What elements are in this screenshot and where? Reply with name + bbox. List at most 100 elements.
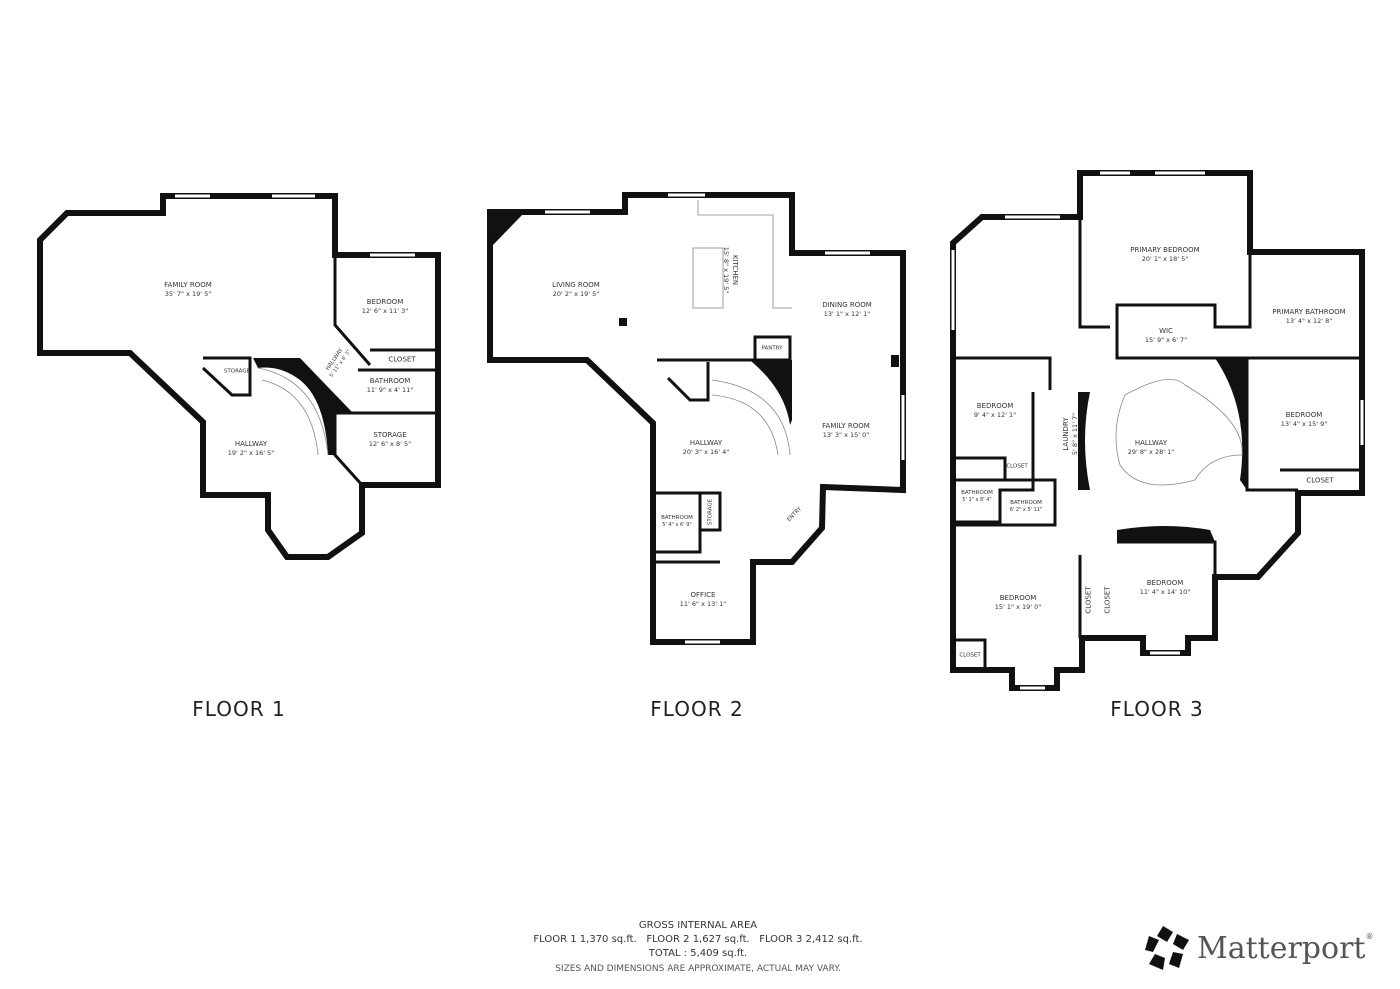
room-dims: 9' 4" x 12' 1" — [973, 411, 1017, 419]
room-dims: 19' 2" x 16' 5" — [227, 449, 275, 457]
room-dims: 15' 8" x 19' 5" — [722, 246, 730, 294]
room-name: BEDROOM — [1285, 411, 1323, 419]
room-dims: 15' 9" x 6' 7" — [1144, 336, 1188, 344]
disclaimer: SIZES AND DIMENSIONS ARE APPROXIMATE, AC… — [555, 964, 841, 974]
room-label-closet: CLOSET — [388, 356, 415, 365]
room-name: BATHROOM — [661, 515, 693, 521]
room-dims: 5' 4" x 6' 9" — [662, 522, 692, 528]
room-name: HALLWAY — [689, 439, 723, 447]
total-area: TOTAL : 5,409 sq.ft. — [648, 948, 748, 959]
matterport-logo-icon — [1145, 926, 1189, 970]
room-name: CLOSET — [1084, 586, 1093, 614]
room-dims: 20' 2" x 19' 5" — [552, 290, 600, 298]
trademark: ® — [1365, 932, 1374, 941]
room-name: STORAGE — [223, 368, 251, 375]
room-name: CLOSET — [388, 355, 416, 364]
room-label-closet: CLOSET — [1085, 586, 1094, 613]
room-dims: 13' 1" x 12' 1" — [823, 310, 871, 318]
floor-2-title: FLOOR 2 — [650, 697, 744, 721]
room-dims: 20' 3" x 16' 4" — [682, 448, 730, 456]
room-name: KITCHEN — [731, 254, 739, 286]
room-name: HALLWAY — [234, 440, 268, 448]
room-name: PRIMARY BEDROOM — [1130, 246, 1200, 254]
room-dims: 20' 1" x 18' 5" — [1141, 255, 1189, 263]
room-name: STORAGE — [373, 431, 407, 439]
room-label-closet: CLOSET — [1006, 464, 1027, 471]
floor-1-walls — [37, 193, 441, 560]
room-dims: 11' 9" x 4' 11" — [366, 386, 414, 394]
room-name: BATHROOM — [369, 377, 411, 385]
room-label-closet: CLOSET — [1104, 586, 1113, 613]
room-dims: 12' 6" x 8' 5" — [368, 440, 412, 448]
room-dims: 15' 1" x 19' 0" — [994, 603, 1042, 611]
room-name: HALLWAY — [1134, 439, 1168, 447]
room-dims: 11' 6" x 13' 1" — [679, 600, 727, 608]
room-dims: 12' 6" x 11' 3" — [361, 307, 409, 315]
room-dims: 13' 3" x 15' 0" — [822, 431, 870, 439]
room-name: DINING ROOM — [822, 301, 872, 309]
floor-1-title: FLOOR 1 — [192, 697, 286, 721]
room-name: LAUNDRY — [1062, 417, 1070, 451]
room-name: BATHROOM — [1010, 500, 1042, 506]
room-name: PANTRY — [761, 345, 783, 352]
floor-2-walls — [487, 192, 906, 645]
room-label-pantry: PANTRY — [761, 346, 782, 353]
room-dims: 5' 8" x 11' 7" — [1071, 412, 1079, 456]
floor-3-title: FLOOR 3 — [1110, 697, 1204, 721]
room-name: OFFICE — [690, 591, 716, 599]
room-name: BEDROOM — [976, 402, 1014, 410]
area-heading: GROSS INTERNAL AREA — [638, 920, 758, 931]
room-dims: 13' 4" x 15' 9" — [1280, 420, 1328, 428]
room-name: FAMILY ROOM — [822, 422, 870, 430]
room-name: CLOSET — [1103, 586, 1112, 614]
room-dims: 5' 1" x 8' 4" — [962, 497, 992, 503]
floor-areas: FLOOR 1 1,370 sq.ft. FLOOR 2 1,627 sq.ft… — [533, 934, 863, 945]
room-label-closet: CLOSET — [959, 653, 980, 660]
room-name: CLOSET — [1006, 463, 1028, 470]
room-name: BEDROOM — [1146, 579, 1184, 587]
room-label-closet: CLOSET — [1306, 477, 1333, 486]
room-name: LIVING ROOM — [552, 281, 600, 289]
room-name: CLOSET — [1306, 476, 1334, 485]
matterport-logo: Matterport® — [1143, 924, 1373, 972]
room-dims: 29' 8" x 28' 1" — [1127, 448, 1175, 456]
room-dims: 6' 2" x 5' 11" — [1009, 507, 1043, 513]
room-dims: 35' 7" x 19' 5" — [164, 290, 212, 298]
room-name: BATHROOM — [961, 490, 993, 496]
room-name: WIC — [1159, 327, 1173, 335]
room-dims: 13' 4" x 12' 8" — [1285, 317, 1333, 325]
room-name: FAMILY ROOM — [164, 281, 212, 289]
room-name: STORAGE — [707, 498, 714, 526]
room-label-storage-small: STORAGE — [224, 369, 250, 376]
room-dims: 11' 4" x 14' 10" — [1139, 588, 1191, 596]
logo-text: Matterport — [1197, 930, 1366, 966]
room-name: BEDROOM — [999, 594, 1037, 602]
room-label-storage: STORAGE — [708, 499, 715, 525]
floor-3-walls — [950, 170, 1365, 691]
room-name: BEDROOM — [366, 298, 404, 306]
room-name: PRIMARY BATHROOM — [1272, 308, 1346, 316]
